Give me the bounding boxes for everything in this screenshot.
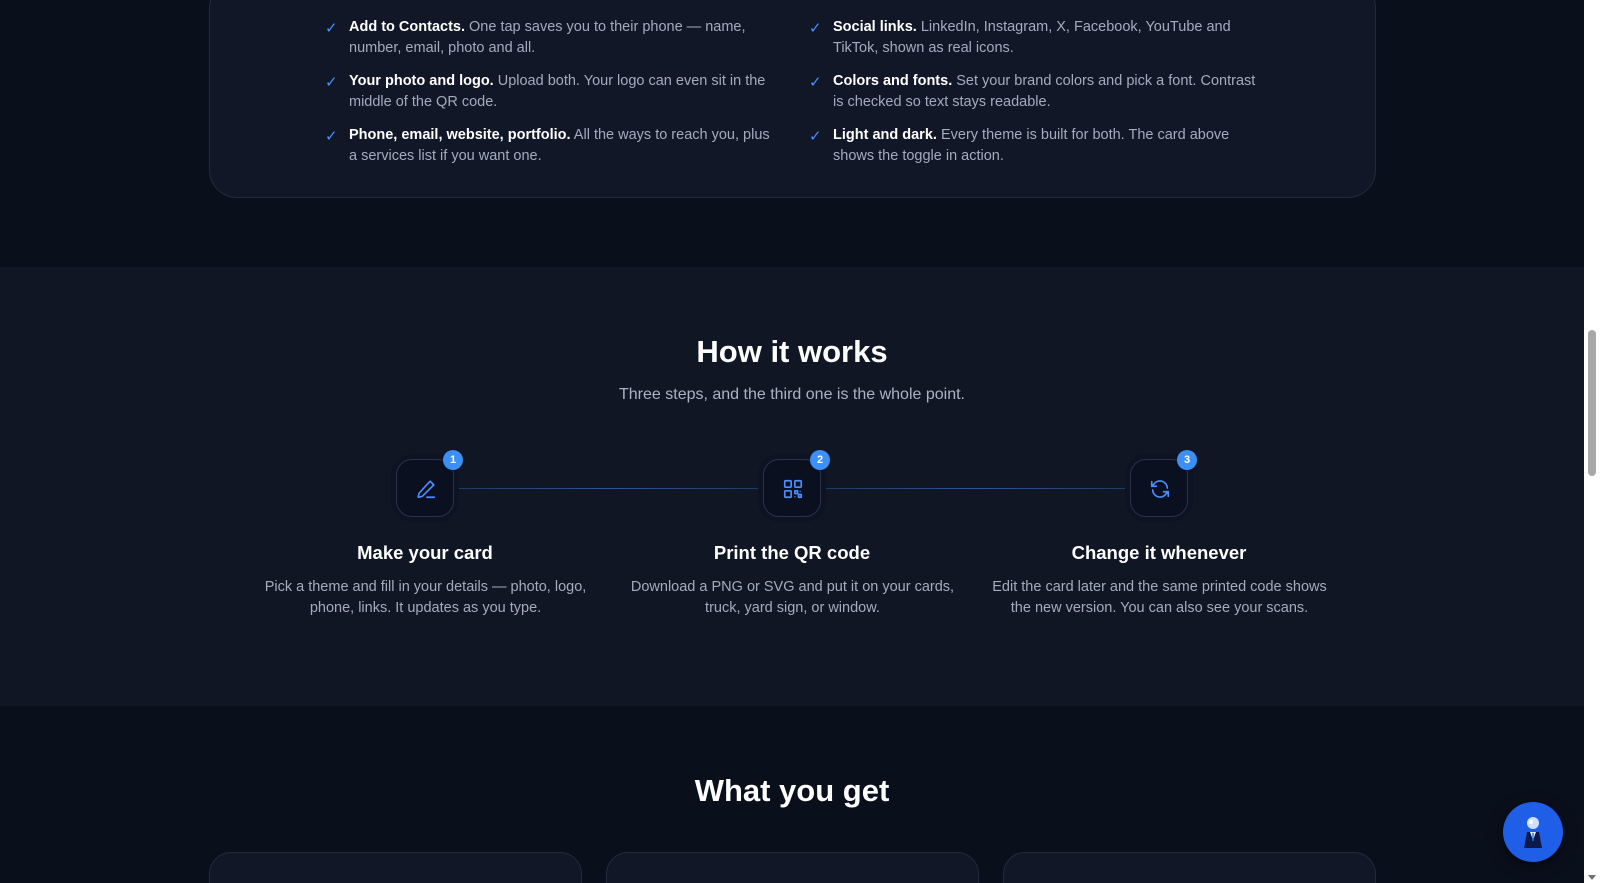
features-section: ✓ Add to Contacts. One tap saves you to … xyxy=(0,0,1584,268)
how-it-works-subheading: Three steps, and the third one is the wh… xyxy=(619,386,965,403)
step-number-badge: 2 xyxy=(810,450,830,470)
feature-item: ✓ Add to Contacts. One tap saves you to … xyxy=(325,17,779,59)
refresh-icon xyxy=(1150,480,1170,498)
step-description: Download a PNG or SVG and put it on your… xyxy=(630,579,955,616)
step-title: Make your card xyxy=(357,542,493,563)
feature-title: Your photo and logo. xyxy=(349,73,494,89)
feature-title: Add to Contacts. xyxy=(349,19,465,35)
benefit-card xyxy=(606,852,979,883)
feature-item: ✓ Light and dark. Every theme is built f… xyxy=(809,125,1263,167)
feature-item: ✓ Colors and fonts. Set your brand color… xyxy=(809,71,1263,113)
step-description: Pick a theme and fill in your details — … xyxy=(264,579,587,616)
check-icon: ✓ xyxy=(809,74,822,91)
step-title: Print the QR code xyxy=(713,542,871,563)
step-connector xyxy=(455,488,765,489)
what-you-get-heading: What you get xyxy=(694,773,890,808)
check-icon: ✓ xyxy=(809,128,822,145)
step-number-badge: 3 xyxy=(1177,450,1197,470)
step-2-icon-box: 2 xyxy=(763,450,830,517)
feature-item: ✓ Phone, email, website, portfolio. All … xyxy=(325,125,779,167)
step-3-icon-box: 3 xyxy=(1130,450,1197,517)
scrollbar[interactable] xyxy=(1584,0,1600,883)
assistant-button[interactable] xyxy=(1503,802,1563,862)
features-card: ✓ Add to Contacts. One tap saves you to … xyxy=(209,0,1376,198)
scrollbar-thumb[interactable] xyxy=(1588,330,1596,476)
feature-title: Light and dark. xyxy=(833,127,937,143)
step-1-icon-box: 1 xyxy=(396,450,463,517)
step-title: Change it whenever xyxy=(1071,542,1247,563)
how-it-works-heading: How it works xyxy=(696,334,888,369)
check-icon: ✓ xyxy=(809,20,822,37)
feature-text: All the ways to reach you, plus a servic… xyxy=(349,127,770,164)
step-number-badge: 1 xyxy=(443,450,463,470)
feature-title: Colors and fonts. xyxy=(833,73,953,89)
feature-item: ✓ Your photo and logo. Upload both. Your… xyxy=(325,71,779,113)
feature-text: One tap saves you to their phone — name,… xyxy=(349,19,746,56)
feature-item: ✓ Social links. LinkedIn, Instagram, X, … xyxy=(809,17,1263,59)
benefit-card xyxy=(1003,852,1376,883)
pencil-icon xyxy=(417,480,436,499)
feature-text: Set your brand colors and pick a font. C… xyxy=(833,73,1256,110)
check-icon: ✓ xyxy=(325,20,338,37)
scroll-down-arrow-icon[interactable] xyxy=(1588,875,1596,880)
step-description: Edit the card later and the same printed… xyxy=(992,579,1327,616)
check-icon: ✓ xyxy=(325,128,338,145)
check-icon: ✓ xyxy=(325,74,338,91)
benefit-card xyxy=(209,852,582,883)
step-connector xyxy=(822,488,1132,489)
feature-text: Upload both. Your logo can even sit in t… xyxy=(349,73,766,110)
feature-text: Every theme is built for both. The card … xyxy=(833,127,1230,164)
feature-title: Social links. xyxy=(833,19,917,35)
what-you-get-section: What you get xyxy=(0,706,1584,883)
how-it-works-section: How it works Three steps, and the third … xyxy=(0,267,1584,706)
qr-code-icon xyxy=(783,479,803,499)
feature-text: LinkedIn, Instagram, X, Facebook, YouTub… xyxy=(833,19,1231,56)
feature-title: Phone, email, website, portfolio. xyxy=(349,127,571,143)
assistant-icon xyxy=(1524,817,1542,848)
